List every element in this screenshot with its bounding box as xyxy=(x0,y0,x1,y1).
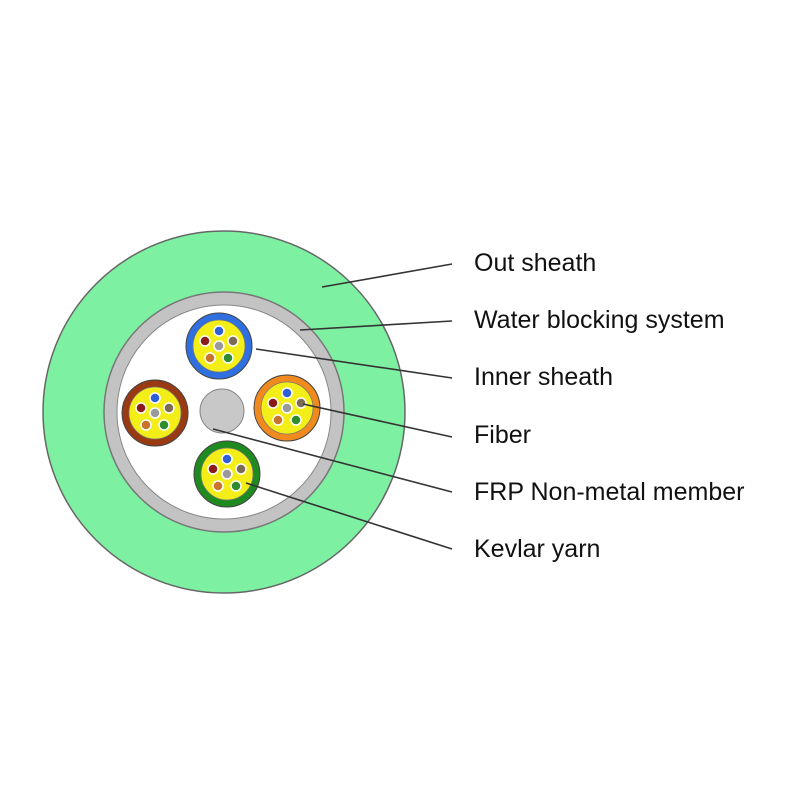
fiber-strand xyxy=(207,463,219,475)
leader-line-water-blocking xyxy=(299,320,453,331)
fiber-strand xyxy=(221,468,233,480)
label-out-sheath: Out sheath xyxy=(474,249,597,277)
loose-tube-blue xyxy=(185,312,253,380)
fiber-strand xyxy=(149,407,161,419)
label-kevlar-yarn: Kevlar yarn xyxy=(474,535,601,563)
fiber-strand xyxy=(281,387,293,399)
label-water-blocking-system: Water blocking system xyxy=(474,306,725,334)
label-inner-sheath: Inner sheath xyxy=(474,363,613,391)
fiber-strand xyxy=(163,402,175,414)
frp-central-member xyxy=(199,388,245,434)
loose-tube-orange xyxy=(253,374,321,442)
label-frp-non-metal-member: FRP Non-metal member xyxy=(474,478,745,506)
fiber-strand xyxy=(213,325,225,337)
fiber-strand xyxy=(281,402,293,414)
fiber-strand xyxy=(199,335,211,347)
fiber-strand xyxy=(222,352,234,364)
fiber-strand xyxy=(204,352,216,364)
fiber-strand xyxy=(235,463,247,475)
fiber-strand xyxy=(158,419,170,431)
fiber-strand xyxy=(213,340,225,352)
fiber-strand xyxy=(149,392,161,404)
leader-line-frp-member xyxy=(212,428,453,493)
fiber-strand xyxy=(140,419,152,431)
loose-tube-brown xyxy=(121,379,189,447)
loose-tube-green xyxy=(193,440,261,508)
fiber-strand xyxy=(290,414,302,426)
fiber-strand xyxy=(135,402,147,414)
leader-line-inner-sheath xyxy=(255,348,453,379)
fiber-strand xyxy=(221,453,233,465)
fiber-strand xyxy=(212,480,224,492)
fiber-strand xyxy=(230,480,242,492)
leader-line-fiber xyxy=(302,403,453,438)
leader-line-kevlar-yarn xyxy=(245,482,453,550)
fiber-strand xyxy=(272,414,284,426)
fiber-strand xyxy=(227,335,239,347)
fiber-strand xyxy=(267,397,279,409)
label-fiber: Fiber xyxy=(474,421,531,449)
fiber-strand xyxy=(295,397,307,409)
leader-line-out-sheath xyxy=(321,263,453,288)
